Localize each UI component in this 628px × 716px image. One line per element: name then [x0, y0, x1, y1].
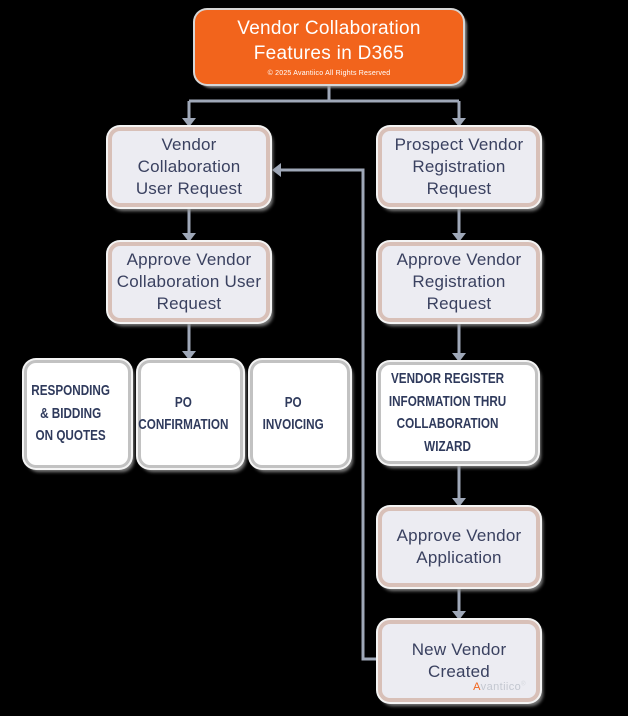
arrowhead-down-left-branch — [182, 118, 196, 127]
node-label: PO INVOICING — [262, 393, 324, 434]
arrowhead-down-r4-r5 — [452, 611, 466, 620]
node-approve-vendor-collaboration-user-request: Approve Vendor Collaboration User Reques… — [108, 242, 270, 322]
node-responding-bidding-on-quotes: RESPONDING & BIDDING ON QUOTES — [24, 360, 131, 468]
avantiico-logo-registered-mark: ® — [521, 681, 526, 688]
node-prospect-vendor-registration-request: Prospect Vendor Registration Request — [378, 127, 540, 207]
node-label: Approve Vendor Application — [396, 525, 522, 567]
node-approve-vendor-application: Approve Vendor Application — [378, 507, 540, 587]
arrowhead-down-right-branch — [452, 118, 466, 127]
node-label: RESPONDING & BIDDING ON QUOTES — [31, 382, 110, 445]
avantiico-logo-rest: vantiico — [480, 681, 522, 693]
diagram-title: Vendor Collaboration Features in D365 — [237, 17, 421, 64]
node-vendor-register-information-thru-collaboration-wizard: VENDOR REGISTER INFORMATION THRU COLLABO… — [378, 362, 538, 464]
node-label: New Vendor Created — [411, 639, 507, 681]
connector-title-split — [187, 84, 461, 118]
node-label: Vendor Collaboration User Request — [135, 134, 243, 199]
node-po-confirmation: PO CONFIRMATION — [138, 360, 243, 468]
arrowhead-down-r1-r2 — [452, 233, 466, 242]
node-approve-vendor-registration-request: Approve Vendor Registration Request — [378, 242, 540, 322]
node-vendor-collaboration-user-request: Vendor Collaboration User Request — [108, 127, 270, 207]
copyright-text: © 2025 Avantiico All Rights Reserved — [267, 70, 391, 78]
node-title-vendor-collaboration-features: Vendor Collaboration Features in D365 © … — [195, 10, 463, 84]
arrowhead-down-r3-r4 — [452, 498, 466, 507]
avantiico-logo-a: A — [473, 681, 481, 693]
arrowhead-down-l1-l2 — [182, 233, 196, 242]
avantiico-logo: Avantiico® — [473, 681, 526, 693]
arrowhead-down-l2-po — [182, 351, 196, 360]
node-label: Approve Vendor Registration Request — [396, 249, 522, 314]
node-new-vendor-created: New Vendor Created Avantiico® — [378, 620, 540, 702]
node-po-invoicing: PO INVOICING — [250, 360, 350, 468]
node-label: Approve Vendor Collaboration User Reques… — [116, 249, 262, 314]
node-label: Prospect Vendor Registration Request — [394, 134, 524, 199]
node-label: VENDOR REGISTER INFORMATION THRU COLLABO… — [388, 370, 506, 455]
node-label: PO CONFIRMATION — [138, 393, 229, 434]
arrowhead-left-feedback — [272, 163, 281, 177]
arrowhead-down-r2-r3 — [452, 353, 466, 362]
